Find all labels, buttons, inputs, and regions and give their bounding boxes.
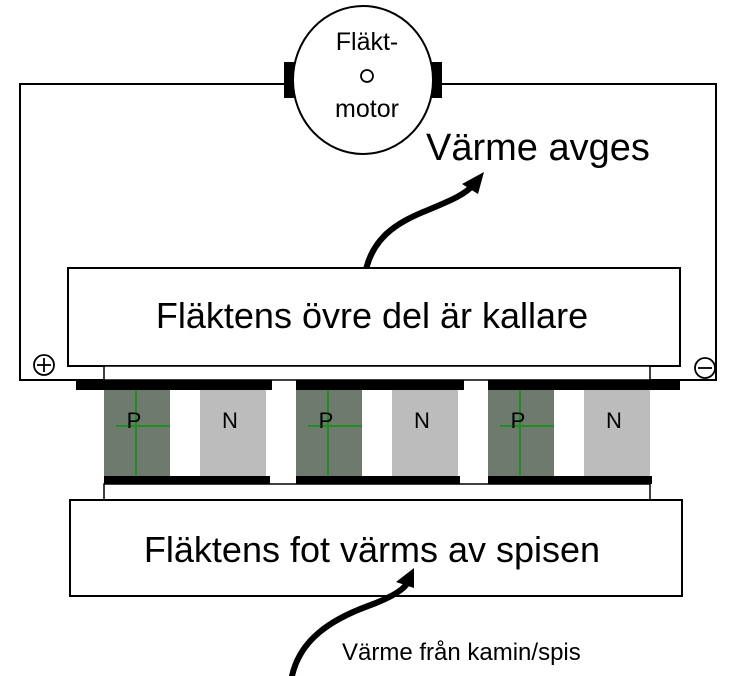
leg-type-label: N xyxy=(414,408,430,433)
leg-body xyxy=(392,390,458,476)
motor-label-line1: Fläkt- xyxy=(336,28,399,56)
leg-type-label: P xyxy=(319,408,334,433)
leg-n-6: N xyxy=(584,390,650,476)
leg-p-1: P xyxy=(104,390,170,476)
heat-source-label: Värme från kamin/spis xyxy=(342,639,581,666)
bottom-conductor-2 xyxy=(296,476,460,484)
heat-released-label: Värme avges xyxy=(426,127,650,169)
upper-plate-label: Fläktens övre del är kallare xyxy=(156,295,588,336)
fan-motor: Fläkt- motor xyxy=(284,5,442,155)
leg-body xyxy=(200,390,266,476)
leg-type-label: N xyxy=(222,408,238,433)
leg-type-label: P xyxy=(127,408,142,433)
top-conductor-1 xyxy=(76,380,272,390)
top-ceramic xyxy=(103,365,651,381)
leg-type-label: P xyxy=(511,408,526,433)
heat-in-arrow xyxy=(289,579,411,676)
top-conductor-2 xyxy=(296,380,464,390)
circuit-wire xyxy=(19,83,717,381)
bottom-ceramic xyxy=(103,483,651,501)
bottom-conductor-3 xyxy=(488,476,652,484)
leg-n-4: N xyxy=(392,390,458,476)
top-conductor-3 xyxy=(488,380,680,390)
bottom-conductor-1 xyxy=(104,476,270,484)
leg-type-label: N xyxy=(606,408,622,433)
leg-n-2: N xyxy=(200,390,266,476)
base-plate xyxy=(69,499,683,597)
base-plate-label: Fläktens fot värms av spisen xyxy=(144,529,600,570)
motor-label-line2: motor xyxy=(335,95,399,123)
heat-in-arrowhead xyxy=(396,568,414,588)
heat-out-arrow xyxy=(361,181,477,285)
leg-p-5: P xyxy=(488,390,554,476)
heat-out-arrowhead xyxy=(462,172,484,194)
upper-plate xyxy=(67,267,681,367)
motor-shaft-icon xyxy=(360,69,374,83)
positive-terminal: + xyxy=(33,354,55,376)
leg-p-3: P xyxy=(296,390,362,476)
leg-body xyxy=(584,390,650,476)
negative-terminal: − xyxy=(694,357,716,379)
